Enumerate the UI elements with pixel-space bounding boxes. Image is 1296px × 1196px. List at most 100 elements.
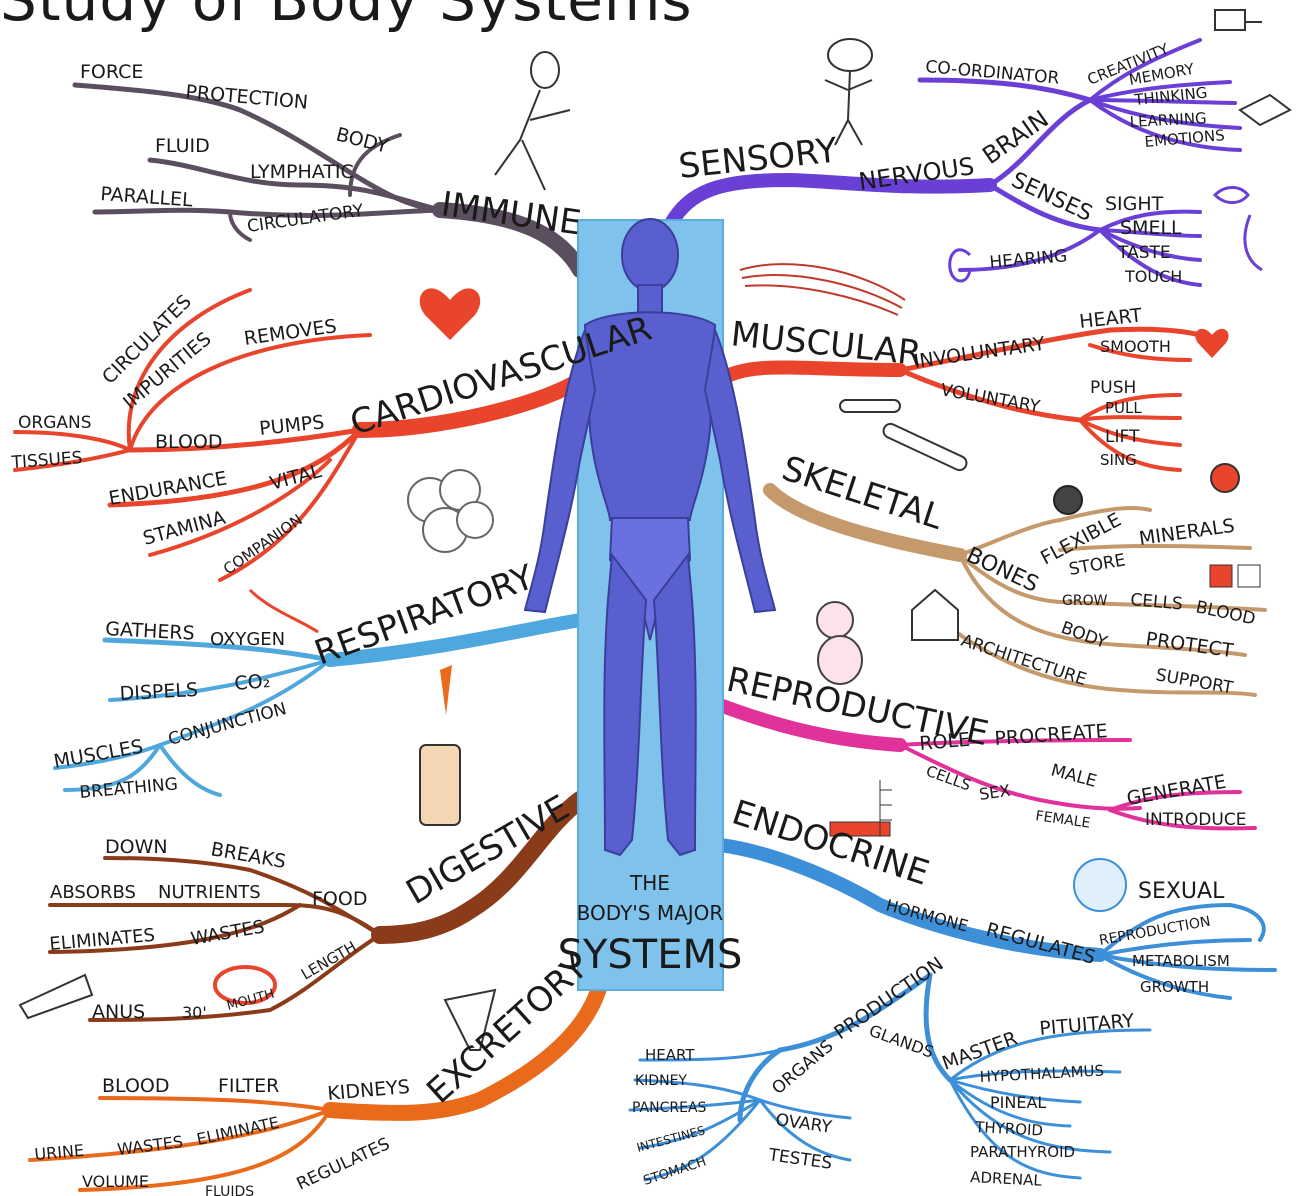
label-hormone: HORMONE [884,896,970,936]
label-pancreas: PANCREAS [632,1100,707,1116]
label-intestines: INTESTINES [635,1123,706,1155]
label-voluntary: VOLUNTARY [939,380,1042,417]
label-breathing: BREATHING [79,774,179,803]
label-role: ROLE [919,729,971,755]
label-blood: BLOOD [155,431,222,453]
label-smooth: SMOOTH [1100,337,1171,356]
label-involuntary: INVOLUNTARY [913,333,1047,373]
label-push: PUSH [1090,378,1136,398]
house-icon [912,590,958,640]
bone-icon [840,400,969,472]
label-eliminate: ELIMINATE [195,1113,281,1149]
label-blood-skeletal: BLOOD [1194,597,1257,629]
label-absorbs: ABSORBS [50,882,136,903]
label-touch: TOUCH [1124,267,1182,286]
label-sight: SIGHT [1105,193,1164,215]
label-volume: VOLUME [82,1172,149,1191]
ear-icon [950,250,970,281]
label-gathers: GATHERS [105,618,195,645]
telescope-icon [20,975,92,1018]
label-regulates-excretory: REGULATES [294,1134,393,1195]
label-dispels: DISPELS [119,679,198,705]
label-anus: ANUS [92,1001,145,1023]
jar-icon [420,745,460,825]
label-adrenal: ADRENAL [970,1168,1043,1190]
label-parallel: PARALLEL [100,183,194,211]
center-title-line1: THE [629,871,670,895]
label-sex: SEX [978,781,1012,804]
brain-icon [825,39,872,145]
system-respiratory: RESPIRATORY [309,557,539,673]
label-pull: PULL [1105,399,1142,417]
label-regulates-endocrine: REGULATES [984,919,1098,969]
bug-icon [1211,464,1239,492]
label-nutrients: NUTRIENTS [158,882,261,903]
eye-icon [1215,188,1262,271]
label-blood-excretory: BLOOD [102,1075,169,1097]
label-fluids: FLUIDS [205,1184,254,1196]
runner-icon [495,52,570,190]
label-circulatory: CIRCULATORY [246,201,365,237]
label-hearing: HEARING [989,246,1068,273]
label-muscles: MUSCLES [52,736,145,773]
label-thirty: 30' [182,1003,207,1022]
system-skeletal: SKELETAL [777,449,947,538]
label-metabolism: METABOLISM [1132,952,1230,970]
label-store: STORE [1067,550,1127,580]
label-food: FOOD [312,888,367,910]
label-filter: FILTER [218,1075,279,1097]
heart-icon [420,288,480,340]
label-kidney: KIDNEY [635,1073,687,1089]
label-smell: SMELL [1120,217,1182,239]
label-parathyroid: PARATHYROID [970,1143,1075,1161]
label-stomach: STOMACH [642,1154,709,1188]
label-wastes-excretory: WASTES [116,1132,184,1159]
carrot-icon [440,665,452,715]
label-thinking: THINKING [1133,83,1209,109]
label-oxygen: OXYGEN [210,629,285,650]
label-lymphatic: LYMPHATIC [250,161,354,183]
label-grow: GROW [1062,593,1108,609]
lungs-arrow-icon [250,590,318,632]
system-immune: IMMUNE [439,184,584,243]
label-growth: GROWTH [1140,978,1209,996]
heart-small-icon [1195,329,1228,358]
label-fluid: FLUID [155,135,210,157]
label-length: LENGTH [298,938,359,984]
label-body: BODY [334,124,391,158]
label-kidneys: KIDNEYS [327,1076,411,1105]
label-protect: PROTECT [1144,628,1235,662]
flex-ring-icon [1054,486,1082,514]
label-generate: GENERATE [1125,771,1228,810]
label-hypothalamus: HYPOTHALAMUS [979,1062,1104,1086]
muscle-icon [740,264,905,315]
flag-icon [1215,10,1262,30]
label-organs: ORGANS [18,413,92,433]
label-pineal: PINEAL [990,1093,1046,1112]
label-lift: LIFT [1105,427,1140,447]
label-procreate: PROCREATE [994,720,1108,750]
label-male: MALE [1049,761,1099,792]
label-introduce: INTRODUCE [1145,810,1246,830]
label-taste: TASTE [1117,243,1171,263]
label-heart-endocrine: HEART [645,1046,695,1064]
label-urine: URINE [34,1141,85,1164]
label-tissues: TISSUES [10,448,83,473]
label-down: DOWN [105,836,168,858]
cloud-icon [408,470,493,552]
center-title-line2: BODY'S MAJOR [577,901,724,925]
label-force: FORCE [80,61,143,83]
label-thyroid: THYROID [974,1118,1044,1140]
blood-cells-icon [1210,565,1260,587]
label-cells: CELLS [1130,590,1184,614]
label-sing: SING [1100,451,1137,469]
label-co2: CO₂ [234,670,272,695]
label-pituitary: PITUITARY [1039,1010,1136,1040]
label-companion: COMPANION [220,511,306,579]
label-body-skeletal: BODY [1058,618,1110,653]
baby-icon [817,602,862,684]
label-testes: TESTES [766,1145,833,1174]
label-sexual: SEXUAL [1138,879,1225,904]
